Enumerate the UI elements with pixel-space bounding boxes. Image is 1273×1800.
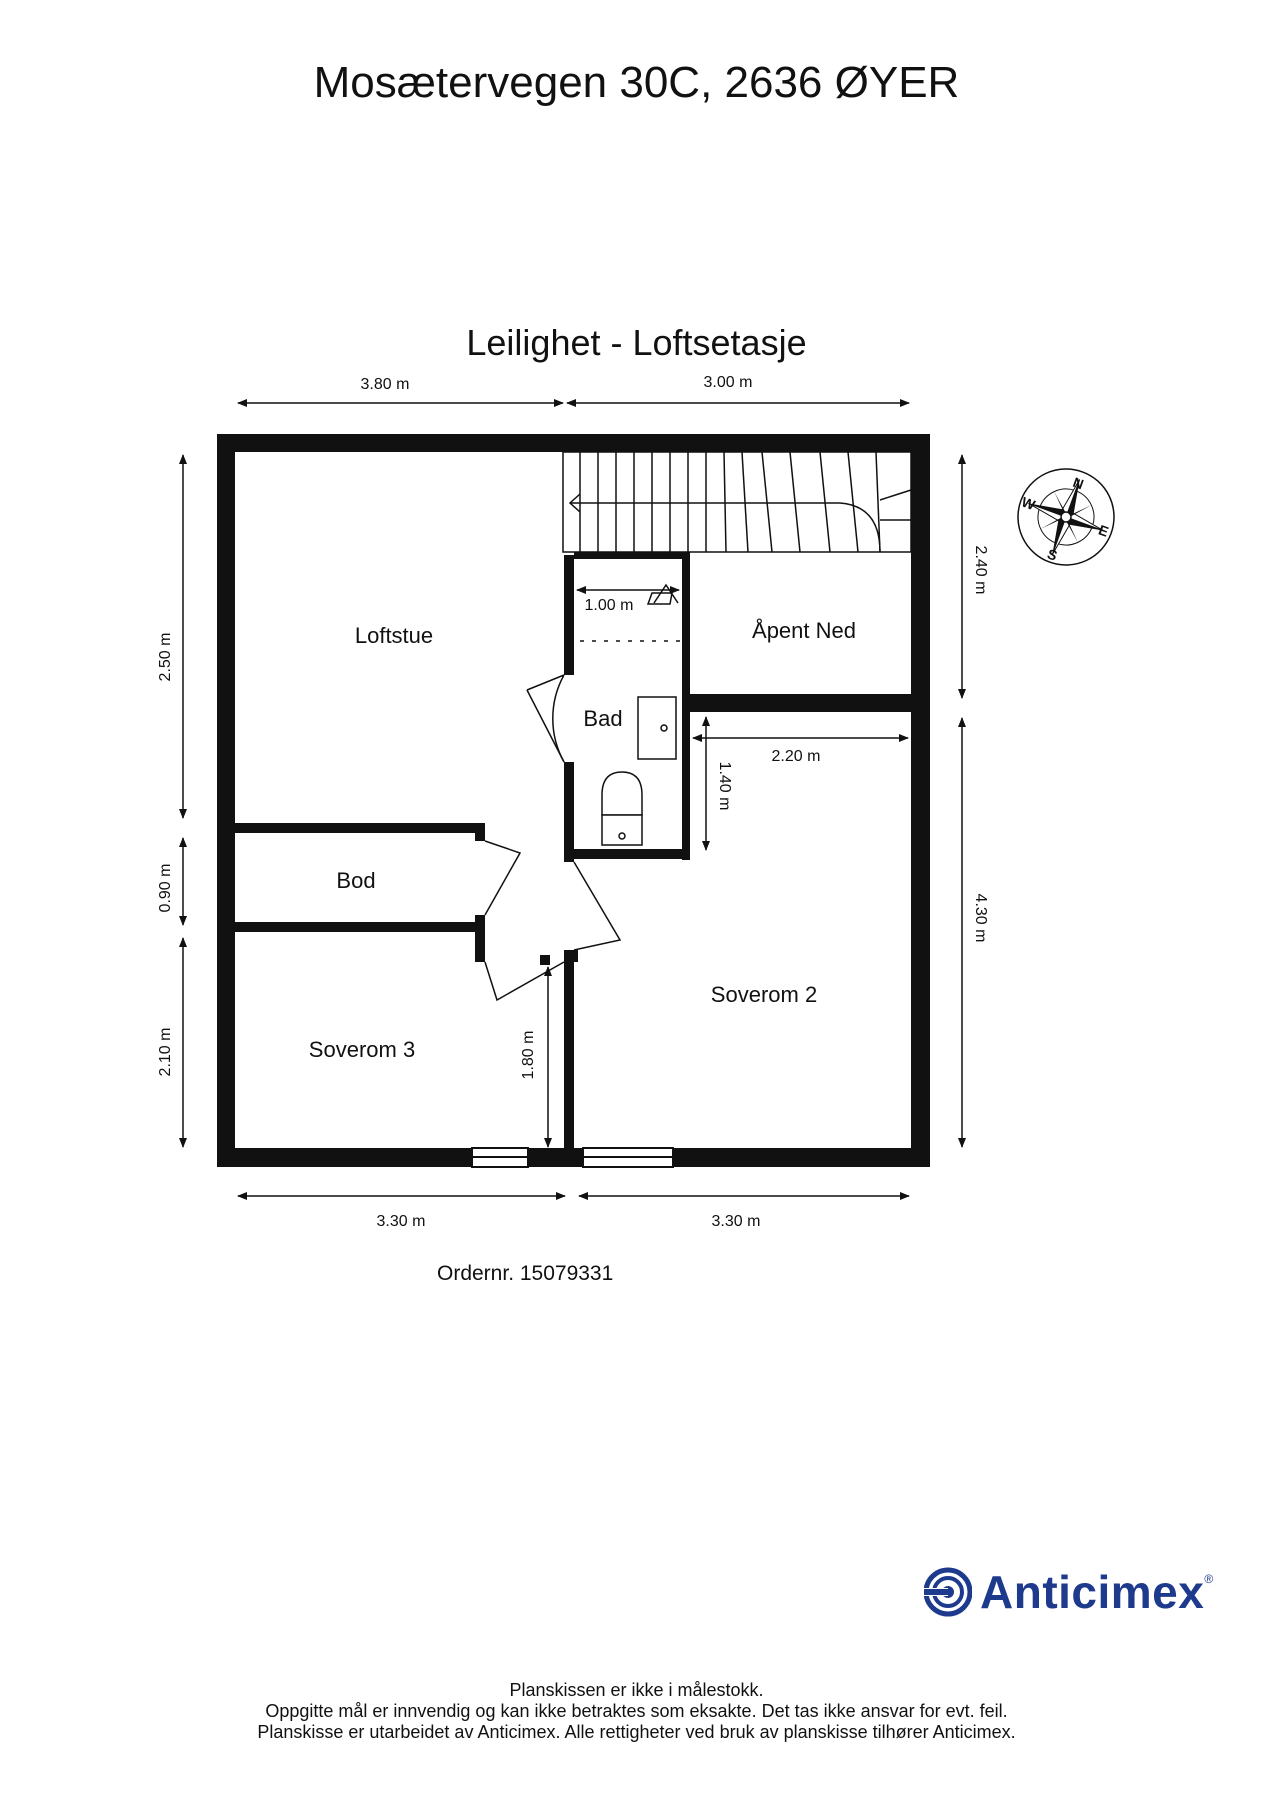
registered-mark: ®	[1204, 1572, 1214, 1586]
disclaimer: Planskissen er ikke i målestokk. Oppgitt…	[0, 1680, 1273, 1743]
doors	[484, 640, 680, 1002]
windows	[471, 1147, 674, 1168]
dim-left-top: 2.50 m	[157, 633, 174, 682]
room-soverom2: Soverom 2	[711, 982, 817, 1007]
compass-s: S	[1045, 545, 1059, 563]
order-number: Ordernr. 15079331	[437, 1262, 614, 1285]
disclaimer-line-3: Planskisse er utarbeidet av Anticimex. A…	[257, 1722, 1016, 1742]
dim-soverom2-width: 2.20 m	[772, 748, 821, 765]
room-soverom3: Soverom 3	[309, 1037, 415, 1062]
compass-rose: N E S W	[1017, 468, 1115, 566]
staircase	[562, 451, 912, 553]
room-loftstue: Loftstue	[355, 623, 433, 648]
room-bad: Bad	[583, 706, 622, 731]
room-bod: Bod	[336, 868, 375, 893]
dimension-lines	[179, 399, 966, 1200]
brand-name: Anticimex	[980, 1566, 1205, 1618]
dim-right-bottom: 4.30 m	[972, 894, 989, 943]
sink	[637, 696, 677, 760]
interior-walls	[235, 550, 911, 1150]
bathroom-fixtures	[601, 583, 679, 846]
disclaimer-line-2: Oppgitte mål er innvendig og kan ikke be…	[265, 1701, 1008, 1721]
toilet	[601, 771, 643, 816]
anticimex-logo: Anticimex ®	[920, 1562, 1213, 1622]
dim-left-bottom: 2.10 m	[157, 1028, 174, 1077]
room-apent-ned: Åpent Ned	[752, 618, 856, 643]
disclaimer-line-1: Planskissen er ikke i målestokk.	[509, 1680, 764, 1700]
anticimex-swirl-icon	[920, 1567, 972, 1617]
dim-bottom-left: 3.30 m	[377, 1213, 426, 1230]
dim-right-top: 2.40 m	[972, 546, 989, 595]
compass-w: W	[1019, 494, 1038, 514]
dim-bad-width: 1.00 m	[585, 597, 634, 614]
dim-top-right: 3.00 m	[704, 374, 753, 391]
compass-n: N	[1071, 474, 1086, 492]
compass-e: E	[1096, 522, 1110, 540]
dim-soverom2-niche: 1.40 m	[716, 762, 733, 811]
dim-soverom3-niche: 1.80 m	[520, 1031, 537, 1080]
floor-title: Leilighet - Loftsetasje	[466, 322, 807, 363]
dim-left-mid: 0.90 m	[157, 864, 174, 913]
address-title: Mosætervegen 30C, 2636 ØYER	[313, 58, 960, 107]
dim-bottom-right: 3.30 m	[712, 1213, 761, 1230]
dim-top-left: 3.80 m	[361, 376, 410, 393]
